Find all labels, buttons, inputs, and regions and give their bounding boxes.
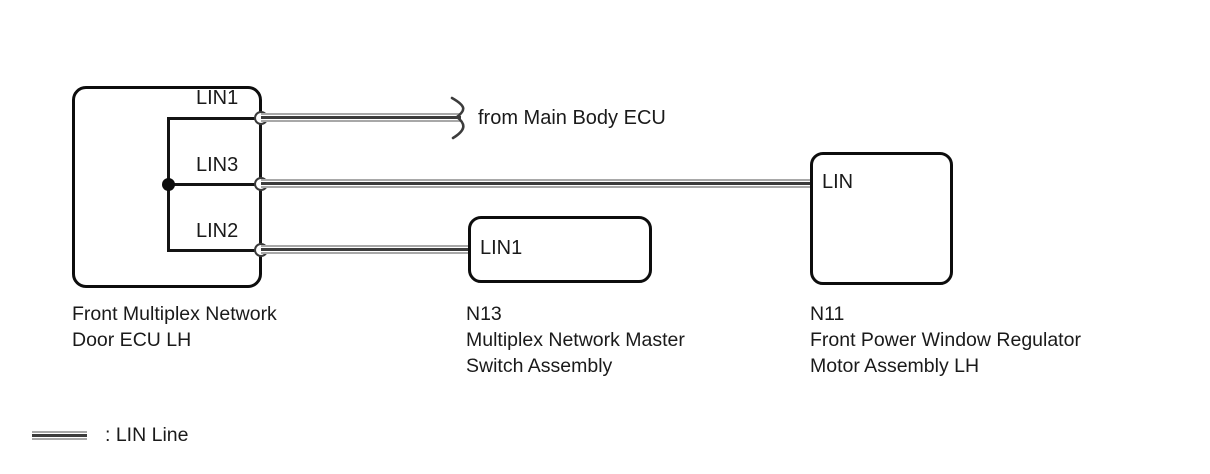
caption-door-ecu-line1: Front Multiplex Network [72, 303, 277, 325]
caption-n11-line2: Front Power Window Regulator [810, 329, 1081, 351]
pin-label-lin3: LIN3 [196, 154, 239, 176]
annotation-from-main-body-ecu: from Main Body ECU [478, 107, 666, 129]
lin-line-to-n13 [261, 245, 470, 254]
internal-branch-lin2 [167, 249, 262, 252]
lin-line-to-n11 [261, 179, 812, 188]
pin-label-lin1: LIN1 [196, 87, 239, 109]
junction-dot-icon [162, 178, 175, 191]
legend: : LIN Line [32, 424, 189, 446]
internal-branch-lin1 [167, 117, 262, 120]
component-box-n13 [468, 216, 652, 283]
caption-n13-line2: Multiplex Network Master [466, 329, 685, 351]
pin-label-n11-lin: LIN [822, 171, 854, 193]
legend-lin-line-label: : LIN Line [105, 424, 189, 446]
wire-break-icon [450, 96, 465, 140]
caption-n11: N11 Front Power Window Regulator Motor A… [810, 301, 1081, 379]
caption-n13-line1: N13 [466, 303, 502, 325]
pin-label-n13-lin1: LIN1 [480, 237, 523, 259]
lin-line-to-main-body-ecu [261, 113, 461, 122]
internal-branch-lin3 [167, 183, 262, 186]
caption-n13-line3: Switch Assembly [466, 355, 613, 377]
pin-label-lin2: LIN2 [196, 220, 239, 242]
caption-door-ecu: Front Multiplex Network Door ECU LH [72, 301, 277, 353]
caption-n11-line1: N11 [810, 303, 845, 325]
caption-door-ecu-line2: Door ECU LH [72, 329, 192, 351]
caption-n13: N13 Multiplex Network Master Switch Asse… [466, 301, 685, 379]
legend-lin-line-swatch [32, 431, 87, 441]
component-box-n11 [810, 152, 953, 285]
caption-n11-line3: Motor Assembly LH [810, 355, 980, 377]
